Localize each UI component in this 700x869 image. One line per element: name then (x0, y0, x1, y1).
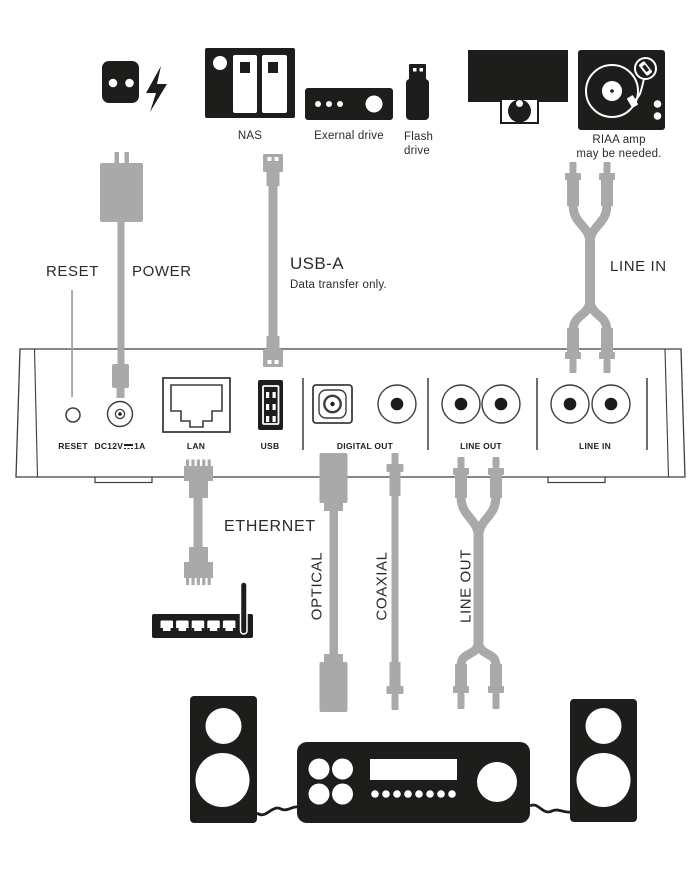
rca-jack-line-in-right (591, 384, 631, 424)
reset-button (65, 407, 81, 423)
external-drive-icon (305, 88, 393, 120)
router-antenna (239, 581, 248, 635)
riaa-note-line2: may be needed. (576, 148, 662, 161)
panel-label-line-in: LINE IN (579, 441, 611, 451)
rca-jack-line-out-right (481, 384, 521, 424)
panel-label-line-out: LINE OUT (460, 441, 502, 451)
usb-cable (263, 154, 283, 367)
rca-jacks (377, 384, 631, 424)
dc-power-jack (106, 400, 134, 428)
panel-label-usb: USB (260, 441, 280, 451)
rca-jack-line-out-left (441, 384, 481, 424)
panel-label-digital-out: DIGITAL OUT (336, 441, 394, 451)
usb-a-callout-subtitle: Data transfer only. (290, 279, 387, 291)
reset-callout: RESET (46, 263, 100, 280)
flash-drive-label-line2: drive (404, 145, 430, 158)
line-in-callout: LINE IN (610, 258, 667, 275)
toslink-optical-port (312, 384, 353, 424)
flash-drive-label-line1: Flash (404, 131, 434, 143)
rca-y-cable-line-out (453, 457, 504, 709)
turntable-icon (578, 50, 665, 130)
amplifier-icon (297, 742, 530, 823)
speaker-right-icon (570, 699, 637, 822)
rca-jack-digital-out (377, 384, 417, 424)
power-callout: POWER (132, 263, 192, 280)
dc-label-prefix: DC12V (94, 441, 124, 451)
direct-current-symbol (124, 443, 134, 450)
speaker-wire-right (529, 803, 571, 814)
rca-y-cable-line-in (565, 162, 615, 373)
speaker-icon (500, 98, 539, 124)
optical-cable (319, 453, 348, 712)
line-out-callout: LINE OUT (457, 549, 475, 623)
power-outlet-icon (102, 61, 139, 103)
speaker-left-icon (190, 696, 257, 823)
lan-port (162, 377, 231, 433)
tv-icon (468, 50, 568, 102)
panel-label-reset: RESET (58, 441, 88, 451)
usb-port (258, 380, 283, 430)
panel-label-dc: DC12V 1A (85, 441, 155, 451)
ethernet-callout: ETHERNET (224, 518, 316, 535)
riaa-note: RIAA amp may be needed. (566, 133, 672, 162)
external-drive-label: Exernal drive (314, 130, 384, 142)
power-adapter-cable (100, 152, 143, 398)
nas-label: NAS (237, 130, 263, 142)
reset-pointer-line (71, 290, 73, 397)
speaker-wire-left (256, 805, 299, 817)
nas-icon (205, 48, 295, 118)
optical-callout: OPTICAL (308, 551, 326, 621)
flash-drive-icon (406, 64, 429, 120)
rj45-plug-up (184, 459, 213, 498)
rj45-plug-down (184, 547, 213, 585)
coaxial-cable (386, 453, 404, 710)
black-icons (102, 48, 665, 823)
flash-drive-label: Flash drive (404, 130, 450, 159)
dc-label-suffix: 1A (134, 441, 146, 451)
rca-jack-line-in-left (550, 384, 590, 424)
panel-label-lan: LAN (186, 441, 206, 451)
lightning-icon (146, 66, 167, 112)
device-back-panel (15, 348, 686, 484)
router-icon (152, 581, 253, 638)
riaa-note-line1: RIAA amp (592, 134, 646, 146)
ethernet-cable (184, 459, 213, 585)
coaxial-callout: COAXIAL (373, 551, 391, 621)
cables (71, 152, 615, 712)
usb-a-callout-title: USB-A (290, 254, 344, 273)
